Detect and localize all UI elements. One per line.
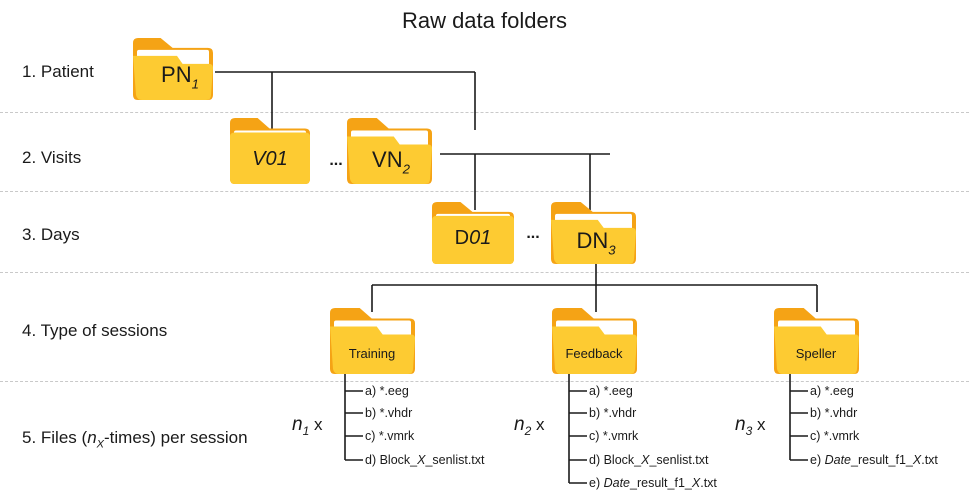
feedback-file-1: b) *.vhdr: [589, 406, 636, 420]
separator-2: [0, 191, 969, 192]
feedback-file-4: e) Date_result_f1_X.txt: [589, 476, 717, 490]
folder-front: [774, 326, 859, 374]
training-label: Training: [349, 346, 395, 361]
training-file-1: b) *.vhdr: [365, 406, 412, 420]
feedback-multiplier: n2 x: [514, 414, 545, 438]
folder-front: [432, 215, 514, 264]
training-file-2: c) *.vmrk: [365, 429, 415, 443]
folder-front: [133, 55, 213, 100]
day-last-label: DN3: [576, 228, 616, 258]
level-label-days: 3. Days: [22, 225, 80, 244]
patient-folder-label: PN1: [161, 62, 199, 92]
separator-1: [0, 112, 969, 113]
speller-multiplier: n3 x: [735, 414, 766, 438]
training-file-0: a) *.eeg: [365, 384, 409, 398]
speller-file-0: a) *.eeg: [810, 384, 854, 398]
feedback-file-0: a) *.eeg: [589, 384, 633, 398]
day-first-folder: [432, 202, 514, 264]
speller-file-2: c) *.vmrk: [810, 429, 860, 443]
level-label-patient: 1. Patient: [22, 62, 94, 81]
visit-last-label: VN2: [372, 147, 411, 177]
speller-file-1: b) *.vhdr: [810, 406, 857, 420]
level-label-visits: 2. Visits: [22, 148, 82, 167]
folder-front: [551, 219, 636, 264]
feedback-folder: [552, 308, 637, 374]
training-folder: [330, 308, 415, 374]
visit-ellipsis: ...: [329, 152, 342, 169]
folder-front: [330, 326, 415, 374]
speller-folder: [774, 308, 859, 374]
training-file-3: d) Block_X_senlist.txt: [365, 453, 485, 467]
separator-4: [0, 381, 969, 382]
visit-first-label: V01: [252, 148, 288, 170]
training-multiplier: n1 x: [292, 414, 323, 438]
visit-first-folder: [230, 118, 310, 184]
feedback-file-2: c) *.vmrk: [589, 429, 639, 443]
day-first-label: D01: [455, 227, 492, 249]
folder-front: [347, 136, 432, 184]
separator-3: [0, 272, 969, 273]
level-label-sessions: 4. Type of sessions: [22, 321, 168, 340]
level-label-files: 5. Files (nX-times) per session: [22, 428, 248, 451]
feedback-file-3: d) Block_X_senlist.txt: [589, 453, 709, 467]
patient-folder: [133, 38, 213, 100]
speller-label: Speller: [796, 346, 837, 361]
feedback-label: Feedback: [565, 346, 623, 361]
day-last-folder: [551, 202, 636, 264]
folder-front: [230, 132, 310, 184]
visit-last-folder: [347, 118, 432, 184]
day-ellipsis: ...: [526, 225, 539, 242]
speller-file-3: e) Date_result_f1_X.txt: [810, 453, 938, 467]
folder-front: [552, 326, 637, 374]
diagram-title: Raw data folders: [401, 8, 568, 33]
